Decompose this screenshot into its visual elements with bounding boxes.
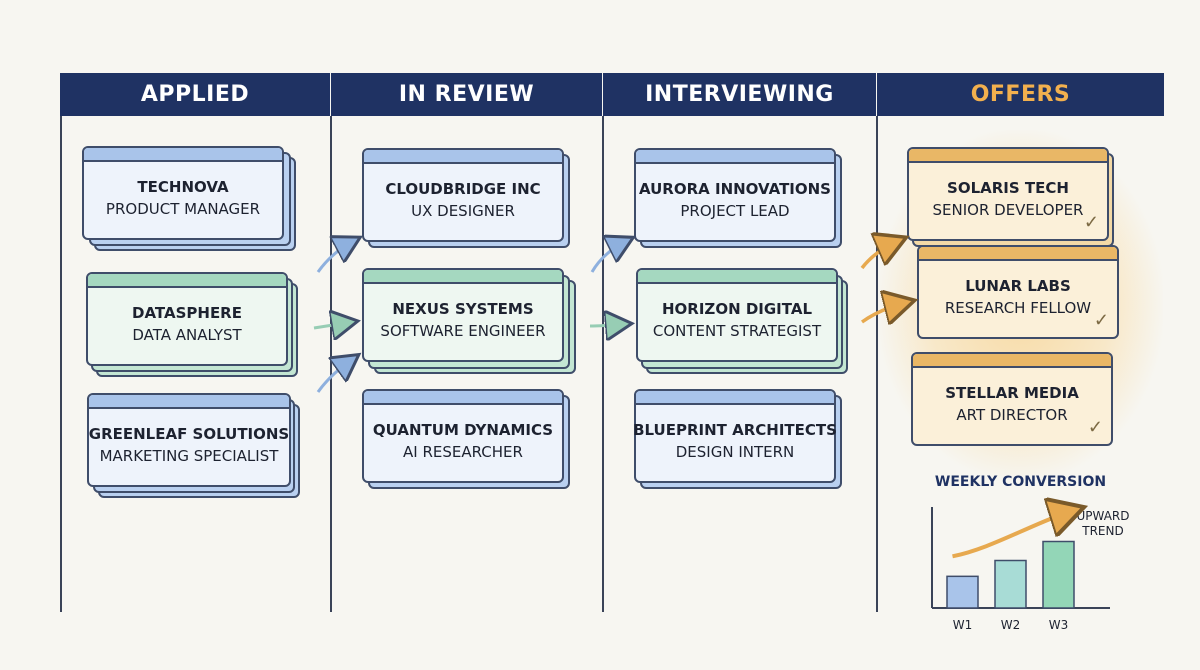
card-company: AURORA INNOVATIONS	[638, 180, 831, 198]
card-company: STELLAR MEDIA	[945, 384, 1079, 402]
flow-arrow-icon	[316, 358, 354, 393]
card-role: CONTENT STRATEGIST	[652, 322, 822, 340]
column-divider	[60, 116, 62, 612]
card-header-bar	[913, 354, 1111, 368]
card-nexus-systems[interactable]: NEXUS SYSTEMS SOFTWARE ENGINEER	[362, 268, 564, 362]
trend-arrow-icon	[952, 510, 1077, 559]
column-header-interviewing[interactable]: INTERVIEWING	[603, 73, 876, 116]
card-role: PRODUCT MANAGER	[105, 200, 261, 218]
card-header-bar	[638, 270, 836, 284]
bar	[994, 559, 1027, 609]
bar	[946, 575, 979, 609]
card-datasphere[interactable]: DATASPHERE DATA ANALYST	[86, 272, 288, 366]
weekly-conversion-chart: W1 W2 W3	[931, 495, 1110, 632]
card-role: UX DESIGNER	[411, 202, 515, 220]
card-horizon-digital[interactable]: HORIZON DIGITAL CONTENT STRATEGIST	[636, 268, 838, 362]
check-mark-icon: ✓	[1093, 310, 1109, 330]
card-company: CLOUDBRIDGE INC	[385, 180, 541, 198]
card-cloudbridge-inc[interactable]: CLOUDBRIDGE INC UX DESIGNER	[362, 148, 564, 242]
trend-annotation: UPWARD TREND	[1073, 509, 1133, 539]
column-header-applied[interactable]: APPLIED	[60, 73, 330, 116]
card-company: GREENLEAF SOLUTIONS	[88, 425, 290, 443]
card-role: AI RESEARCHER	[403, 443, 523, 461]
card-solaris-tech[interactable]: SOLARIS TECH SENIOR DEVELOPER ✓	[907, 147, 1109, 241]
card-role: RESEARCH FELLOW	[944, 299, 1092, 317]
card-greenleaf-solutions[interactable]: GREENLEAF SOLUTIONS MARKETING SPECIALIST	[87, 393, 291, 487]
bar	[1042, 540, 1075, 609]
column-header-in-review[interactable]: IN REVIEW	[331, 73, 602, 116]
card-lunar-labs[interactable]: LUNAR LABS RESEARCH FELLOW ✓	[917, 245, 1119, 339]
card-header-bar	[364, 391, 562, 405]
card-header-bar	[364, 270, 562, 284]
column-divider	[330, 116, 332, 612]
card-header-bar	[909, 149, 1107, 163]
card-stellar-media[interactable]: STELLAR MEDIA ART DIRECTOR ✓	[911, 352, 1113, 446]
check-mark-icon: ✓	[1083, 212, 1099, 232]
card-header-bar	[89, 395, 289, 409]
column-divider	[876, 116, 878, 612]
x-tick-label: W2	[1001, 618, 1021, 632]
card-company: NEXUS SYSTEMS	[392, 300, 534, 318]
trend-annotation-line: TREND	[1082, 524, 1124, 538]
card-header-bar	[636, 391, 834, 405]
card-company: LUNAR LABS	[965, 277, 1071, 295]
card-company: TECHNOVA	[137, 178, 229, 196]
card-role: DESIGN INTERN	[675, 443, 795, 461]
card-aurora-innovations[interactable]: AURORA INNOVATIONS PROJECT LEAD	[634, 148, 836, 242]
card-blueprint-architects[interactable]: BLUEPRINT ARCHITECTS DESIGN INTERN	[633, 389, 837, 483]
trend-annotation-line: UPWARD	[1076, 509, 1130, 523]
card-company: HORIZON DIGITAL	[662, 300, 812, 318]
card-technova[interactable]: TECHNOVA PRODUCT MANAGER	[82, 146, 284, 240]
card-header-bar	[919, 247, 1117, 261]
card-company: SOLARIS TECH	[947, 179, 1069, 197]
card-company: DATASPHERE	[132, 304, 242, 322]
card-role: DATA ANALYST	[132, 326, 242, 344]
card-header-bar	[636, 150, 834, 164]
flow-arrow-icon	[589, 324, 626, 326]
card-role: MARKETING SPECIALIST	[99, 447, 279, 465]
x-tick-label: W3	[1049, 618, 1069, 632]
card-role: SOFTWARE ENGINEER	[380, 322, 546, 340]
card-header-bar	[364, 150, 562, 164]
check-mark-icon: ✓	[1087, 417, 1103, 437]
flow-arrow-icon	[313, 322, 352, 328]
flow-arrow-icon	[316, 240, 355, 273]
flow-arrow-icon	[590, 240, 628, 273]
card-quantum-dynamics[interactable]: QUANTUM DYNAMICS AI RESEARCHER	[362, 389, 564, 483]
card-header-bar	[84, 148, 282, 162]
card-role: SENIOR DEVELOPER	[932, 201, 1084, 219]
card-header-bar	[88, 274, 286, 288]
chart-title: WEEKLY CONVERSION	[934, 474, 1107, 490]
x-tick-label: W1	[953, 618, 973, 632]
card-company: QUANTUM DYNAMICS	[372, 421, 554, 439]
column-header-offers[interactable]: OFFERS	[877, 73, 1164, 116]
column-divider	[602, 116, 604, 612]
card-role: ART DIRECTOR	[956, 406, 1068, 424]
card-company: BLUEPRINT ARCHITECTS	[633, 421, 837, 439]
card-role: PROJECT LEAD	[680, 202, 790, 220]
